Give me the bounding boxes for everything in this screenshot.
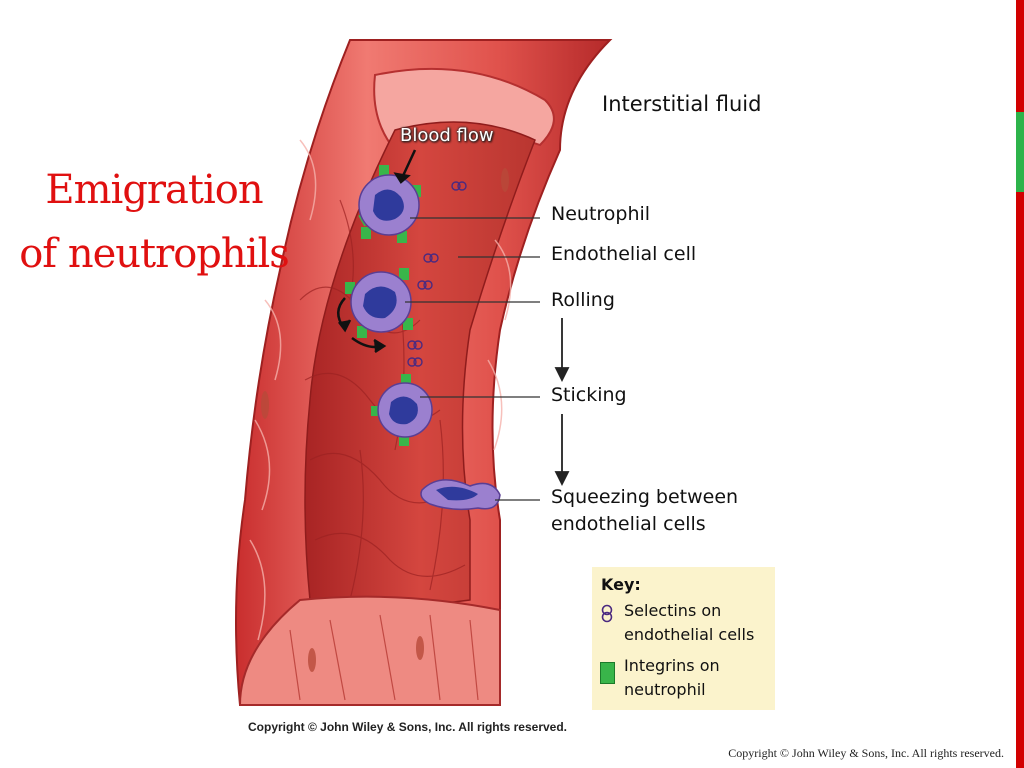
neutrophil-cell: [358, 165, 421, 243]
figure-credit: Copyright © John Wiley & Sons, Inc. All …: [248, 720, 568, 734]
neutrophil-squeezing-cell: [420, 479, 501, 511]
title-line-1: Emigration: [45, 167, 263, 213]
outer-wall-lines: [249, 139, 512, 641]
integrins-key-text: Integrins on neutrophil: [624, 654, 774, 702]
endothelial-cell-label: Endothelial cell: [551, 243, 697, 265]
step-arrows: [554, 318, 570, 487]
rolling-arrows: [337, 297, 387, 354]
title-line-2: of neutrophils: [19, 231, 290, 277]
squeezing-label-line-2: endothelial cells: [551, 513, 706, 535]
squeezing-label-line-1: Squeezing between: [551, 486, 739, 508]
blood-flow-label: Blood flow: [400, 125, 494, 146]
legend-key-box: Key: Selectins on endothelial cells Inte…: [592, 567, 775, 710]
rolling-label: Rolling: [551, 289, 615, 311]
neutrophil-label: Neutrophil: [551, 203, 651, 225]
selectins-line-1: Selectins on: [624, 601, 722, 620]
selectin-key-icon: [601, 604, 613, 623]
integrins-line-2: neutrophil: [624, 680, 706, 699]
blood-flow-arrow: [393, 149, 417, 184]
neutrophil-rolling-cell: [345, 268, 413, 338]
interstitial-fluid-label: Interstitial fluid: [602, 92, 762, 116]
integrin-key-icon: [600, 662, 615, 684]
selectins-line-2: endothelial cells: [624, 625, 755, 644]
sticking-label: Sticking: [551, 384, 627, 406]
vessel-bottom-section: [238, 595, 501, 706]
slide-accent-green: [1016, 112, 1024, 192]
slide-title: Emigration of neutrophils: [14, 158, 294, 286]
selectin-markers: [407, 181, 467, 367]
neutrophil-sticking-cell: [371, 374, 433, 446]
selectins-key-text: Selectins on endothelial cells: [624, 599, 774, 647]
label-leader-lines: [405, 217, 540, 501]
slide-copyright: Copyright © John Wiley & Sons, Inc. All …: [728, 746, 1004, 760]
slide-accent-bar: [1016, 0, 1024, 768]
key-title: Key:: [601, 575, 641, 594]
integrins-line-1: Integrins on: [624, 656, 720, 675]
